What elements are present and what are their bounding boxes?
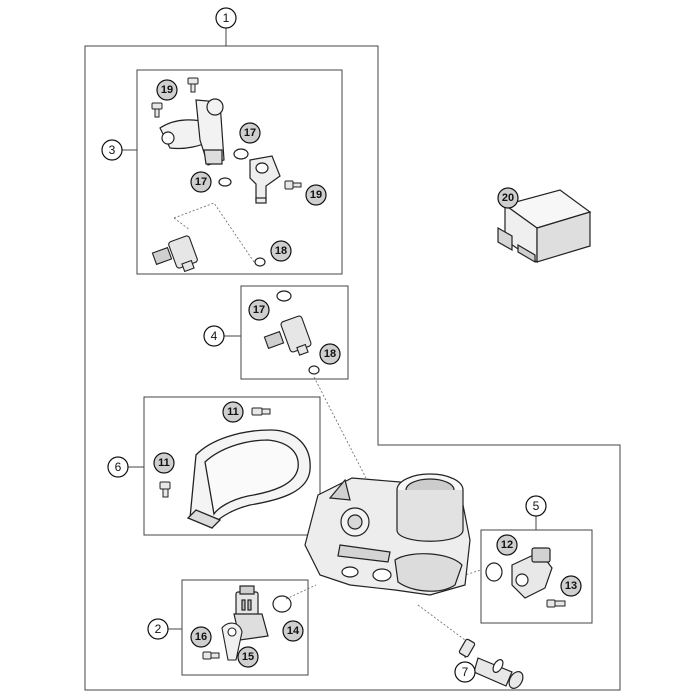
svg-text:16: 16 bbox=[195, 631, 207, 643]
svg-text:5: 5 bbox=[533, 499, 540, 513]
connector-elbow bbox=[249, 155, 281, 204]
o-ring-14 bbox=[272, 595, 292, 613]
callout-4: 4 bbox=[203, 325, 225, 347]
callout-11b: 11 bbox=[153, 452, 175, 474]
svg-text:1: 1 bbox=[223, 11, 230, 25]
svg-text:13: 13 bbox=[565, 580, 577, 592]
svg-text:3: 3 bbox=[109, 143, 116, 157]
group-box-4 bbox=[240, 285, 349, 380]
throttle-body bbox=[304, 473, 471, 596]
callout-18a: 18 bbox=[270, 240, 292, 262]
sensor-2 bbox=[233, 585, 269, 641]
svg-text:18: 18 bbox=[275, 245, 287, 257]
svg-text:19: 19 bbox=[161, 84, 173, 96]
callout-17a: 17 bbox=[239, 122, 261, 144]
callout-17b: 17 bbox=[190, 171, 212, 193]
o-ring-17a bbox=[233, 148, 249, 160]
o-ring-17c bbox=[276, 290, 292, 302]
assembly-1-outline bbox=[84, 45, 621, 691]
group-box-3 bbox=[136, 69, 343, 275]
callout-2: 2 bbox=[147, 618, 169, 640]
screw-19-side bbox=[284, 180, 302, 190]
callout-20: 20 bbox=[497, 187, 519, 209]
injector-4 bbox=[263, 315, 312, 356]
svg-text:15: 15 bbox=[242, 651, 254, 663]
o-ring-group-5 bbox=[485, 562, 503, 582]
group-box-6 bbox=[143, 396, 321, 536]
callout-17c: 17 bbox=[248, 299, 270, 321]
o-ring-18b bbox=[308, 365, 320, 375]
svg-text:12: 12 bbox=[501, 539, 513, 551]
callout-15: 15 bbox=[237, 646, 259, 668]
svg-text:19: 19 bbox=[310, 189, 322, 201]
callout-7: 7 bbox=[454, 661, 476, 683]
svg-text:18: 18 bbox=[324, 348, 336, 360]
callout-19b: 19 bbox=[305, 184, 327, 206]
svg-text:11: 11 bbox=[227, 406, 239, 418]
injector-top bbox=[151, 235, 198, 273]
callout-1: 1 bbox=[215, 7, 237, 29]
callout-14: 14 bbox=[282, 620, 304, 642]
bracket-part bbox=[159, 98, 225, 166]
group-box-2 bbox=[181, 579, 309, 676]
sensor-12 bbox=[511, 547, 553, 599]
svg-text:11: 11 bbox=[158, 457, 170, 469]
throttle-cover bbox=[186, 429, 311, 529]
ecu-module-20 bbox=[497, 189, 592, 264]
callout-5: 5 bbox=[525, 495, 547, 517]
screw-11-left bbox=[159, 481, 171, 498]
callout-3: 3 bbox=[101, 139, 123, 161]
screw-11-top bbox=[251, 407, 271, 416]
svg-text:17: 17 bbox=[244, 127, 256, 139]
screw-19-top bbox=[151, 77, 199, 118]
screw-16 bbox=[202, 651, 220, 660]
callout-18b: 18 bbox=[319, 343, 341, 365]
callout-12: 12 bbox=[496, 534, 518, 556]
callout-13: 13 bbox=[560, 575, 582, 597]
svg-text:4: 4 bbox=[211, 329, 218, 343]
svg-text:7: 7 bbox=[462, 665, 469, 679]
screw-13 bbox=[546, 599, 566, 608]
svg-text:17: 17 bbox=[253, 304, 265, 316]
svg-text:20: 20 bbox=[502, 192, 514, 204]
svg-text:2: 2 bbox=[155, 622, 162, 636]
svg-text:17: 17 bbox=[195, 176, 207, 188]
callout-19a: 19 bbox=[156, 79, 178, 101]
callout-6: 6 bbox=[107, 456, 129, 478]
callout-16: 16 bbox=[190, 626, 212, 648]
callout-11a: 11 bbox=[222, 401, 244, 423]
o-ring-17b bbox=[218, 177, 232, 187]
lever-15 bbox=[221, 622, 243, 661]
svg-text:14: 14 bbox=[287, 625, 300, 637]
idle-valve-7 bbox=[458, 638, 524, 689]
svg-text:6: 6 bbox=[115, 460, 122, 474]
o-ring-18a bbox=[254, 257, 266, 267]
